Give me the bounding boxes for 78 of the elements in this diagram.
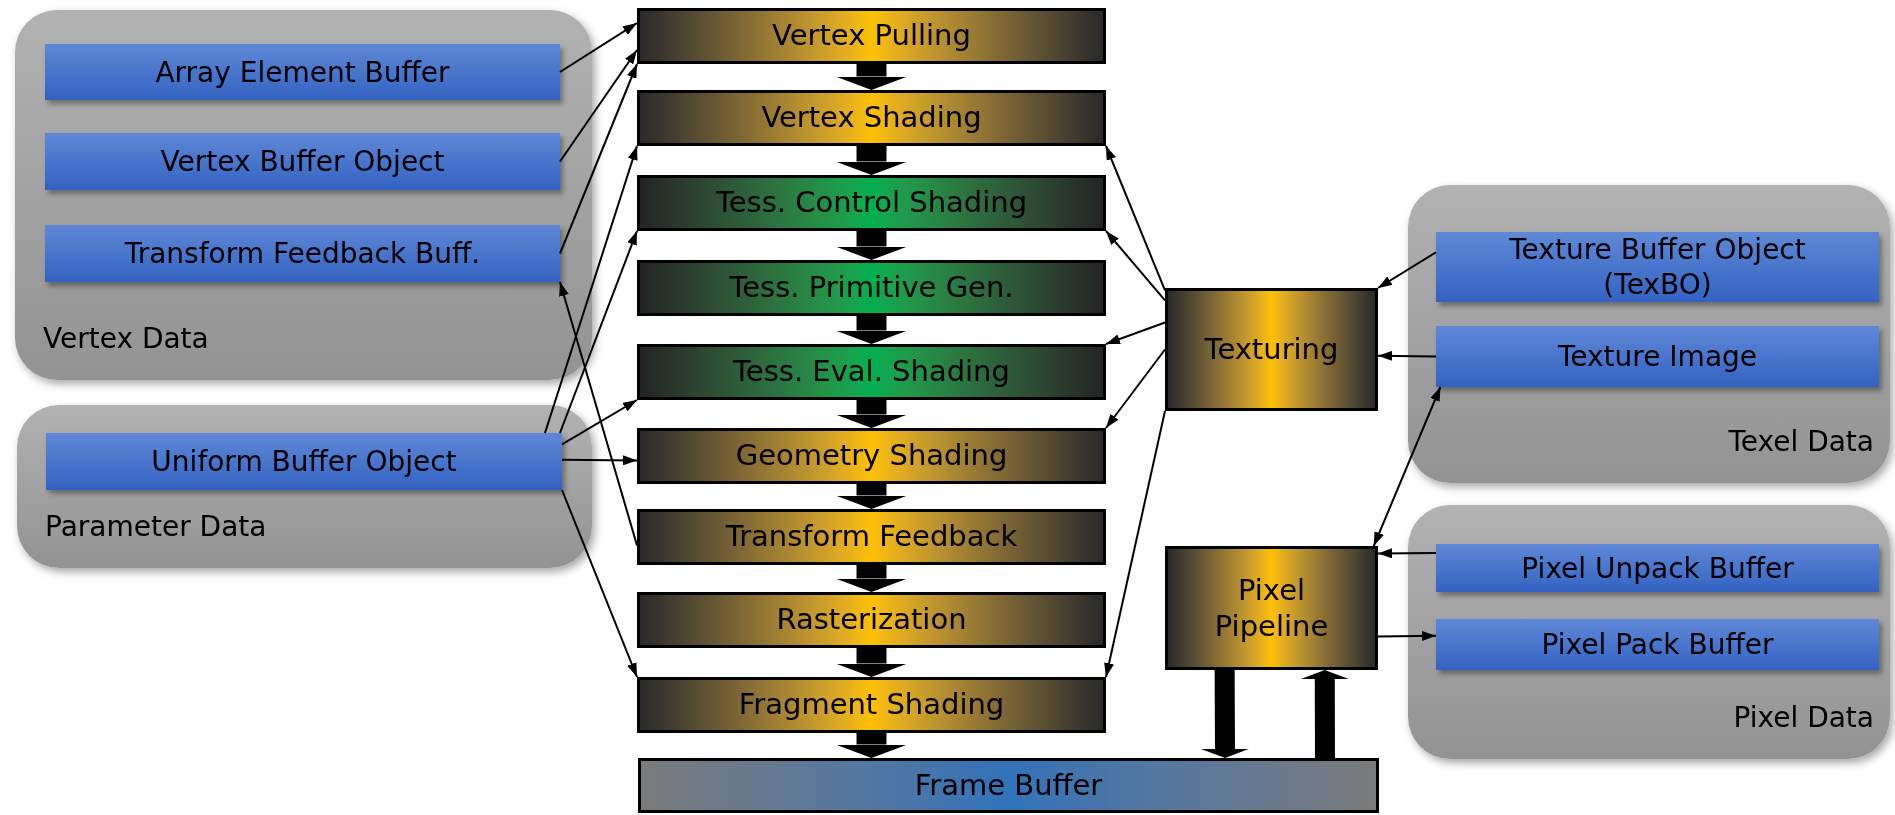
box-label: Vertex Shading: [761, 99, 982, 137]
group-label: Vertex Data: [43, 321, 209, 357]
arrow: [1377, 251, 1437, 289]
arrow: [561, 455, 638, 466]
box-label: Vertex Pulling: [772, 17, 971, 55]
arrow: [559, 281, 638, 547]
block-arrow: [835, 231, 908, 260]
box-label: Fragment Shading: [738, 686, 1005, 724]
group-label: Texel Data: [1728, 424, 1874, 460]
arrow: [1105, 321, 1166, 345]
group-panel: [17, 405, 592, 568]
box-label: Vertex Buffer Object: [160, 144, 445, 179]
arrow: [1105, 145, 1166, 292]
box-label: Transform Feedback: [725, 518, 1018, 556]
arrow: [561, 399, 638, 446]
group-panel: [1408, 505, 1890, 759]
buffer-box: [1436, 232, 1879, 302]
block-arrow: [835, 64, 908, 90]
stage-box: [637, 90, 1106, 146]
stage-box: [637, 8, 1106, 64]
process-box: [1165, 288, 1378, 411]
box-label: Pixel Pack Buffer: [1541, 627, 1774, 662]
box-label: Tess. Eval. Shading: [733, 353, 1010, 391]
arrow: [1372, 386, 1442, 547]
block-arrow: [1300, 670, 1349, 759]
box-label: Pixel Pipeline: [1213, 571, 1330, 645]
stage-box: [637, 677, 1106, 733]
block-arrow: [835, 733, 908, 758]
buffer-box: [45, 133, 560, 190]
block-arrow: [835, 648, 908, 677]
process-box: [1165, 546, 1378, 670]
arrow: [559, 22, 638, 73]
arrow: [561, 489, 638, 678]
box-label: Texture Buffer Object (TexBO): [1508, 232, 1807, 302]
arrow: [559, 63, 638, 255]
arrow: [558, 230, 638, 434]
group-label: Pixel Data: [1733, 700, 1874, 736]
block-arrow: [835, 484, 908, 509]
buffer-box: [1436, 619, 1879, 670]
box-label: Rasterization: [776, 601, 967, 639]
stage-box: [637, 260, 1106, 316]
box-label: Array Element Buffer: [155, 54, 450, 90]
group-label: Parameter Data: [45, 509, 267, 545]
buffer-box: [46, 433, 562, 490]
box-label: Tess. Control Shading: [715, 184, 1028, 222]
box-label: Geometry Shading: [735, 437, 1008, 475]
box-label: Texture Image: [1557, 339, 1758, 374]
box-label: Uniform Buffer Object: [151, 444, 457, 479]
stage-box: [637, 175, 1106, 231]
block-arrow: [835, 400, 908, 428]
block-arrow: [835, 146, 908, 175]
group-panel: [15, 10, 592, 380]
block-arrow: [1201, 669, 1249, 758]
arrow: [1377, 350, 1437, 361]
block-arrow: [835, 565, 908, 592]
group-panel: [1408, 185, 1890, 483]
box-label: Transform Feedback Buff.: [124, 236, 481, 271]
box-label: Tess. Primitive Gen.: [729, 269, 1014, 307]
block-arrow: [835, 316, 908, 344]
arrow: [1377, 631, 1437, 641]
box-label: Frame Buffer: [914, 766, 1103, 804]
arrow: [1105, 348, 1166, 429]
arrow: [1105, 230, 1166, 302]
buffer-box: [1436, 326, 1879, 387]
frame-buffer-box: [638, 758, 1379, 813]
stage-box: [637, 344, 1106, 400]
arrow: [1377, 548, 1437, 559]
stage-box: [637, 509, 1106, 565]
buffer-box: [45, 44, 560, 100]
buffer-box: [45, 225, 560, 282]
box-label: Pixel Unpack Buffer: [1521, 550, 1794, 586]
stage-box: [637, 592, 1106, 648]
stage-box: [637, 428, 1106, 484]
buffer-box: [1436, 544, 1879, 592]
arrow: [543, 145, 638, 434]
box-label: Texturing: [1204, 331, 1339, 368]
arrow: [559, 49, 638, 163]
arrow: [1104, 410, 1166, 678]
